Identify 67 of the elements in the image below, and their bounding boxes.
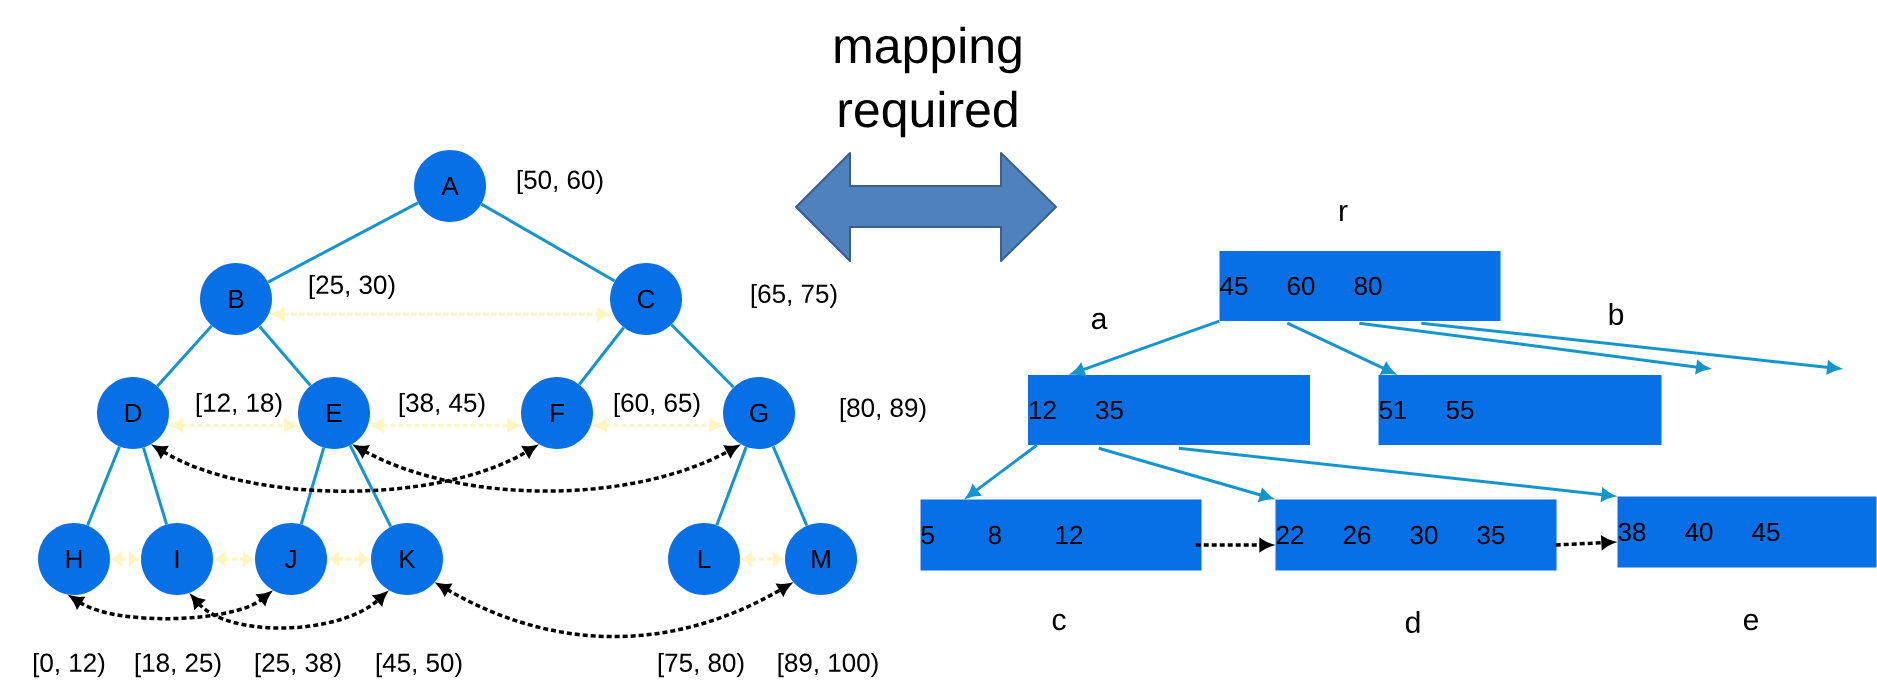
tree-line	[480, 202, 616, 283]
tree-node: L	[668, 523, 740, 595]
heading-text: mapping required	[835, 26, 1021, 138]
key-box: 5 8 12	[920, 499, 1202, 571]
interval-label: [60, 65)	[614, 392, 700, 418]
interval-label: [89, 100)	[778, 652, 878, 678]
tree-node: A	[414, 150, 486, 222]
tree-node: E	[298, 377, 370, 449]
tree-line	[670, 323, 735, 389]
arrow	[1071, 319, 1220, 377]
key-box: 12 35	[1028, 375, 1310, 445]
key-box: 38 40 45	[1617, 496, 1877, 568]
box-label: d	[1405, 611, 1420, 634]
interval-label: [25, 30)	[309, 274, 395, 300]
tree-node: J	[255, 523, 327, 595]
arrow	[153, 445, 537, 493]
arrow	[966, 444, 1038, 498]
tree-line	[771, 445, 809, 527]
box-label: e	[1743, 613, 1759, 631]
box-label: r	[1340, 204, 1348, 222]
arrow	[214, 552, 254, 566]
key-box: 51 55	[1378, 375, 1662, 445]
arrow	[1286, 321, 1395, 375]
tree-node: M	[785, 523, 857, 595]
tree-node: I	[141, 523, 213, 595]
arrow	[70, 591, 271, 621]
box-label: b	[1609, 303, 1624, 326]
arrow	[1178, 446, 1615, 502]
box-label: a	[1091, 312, 1108, 330]
arrow	[1359, 321, 1709, 374]
interval-label: [18, 25)	[135, 652, 221, 678]
interval-label: [38, 45)	[399, 392, 485, 418]
interval-label: [50, 60)	[517, 169, 603, 195]
key-box: 45 60 80	[1219, 251, 1501, 321]
interval-label: [65, 75)	[751, 283, 837, 309]
arrow	[111, 552, 140, 566]
tree-line	[267, 201, 419, 284]
arrow	[1421, 321, 1840, 374]
tree-line	[348, 444, 393, 528]
tree-line	[715, 446, 748, 526]
arrow	[741, 552, 784, 566]
tree-line	[258, 325, 312, 387]
arrow	[437, 583, 791, 639]
arrow	[191, 592, 387, 630]
interval-label: [80, 89)	[840, 397, 926, 423]
interval-label: [45, 50)	[376, 652, 462, 678]
tree-node: G	[723, 377, 795, 449]
tree-node: F	[521, 377, 593, 449]
tree-line	[299, 447, 326, 525]
tree-line	[578, 326, 625, 386]
interval-label: [25, 38)	[255, 652, 341, 678]
tree-line	[86, 446, 121, 526]
key-box: 22 26 30 35	[1275, 499, 1557, 571]
tree-node: B	[200, 263, 272, 335]
tree-node: K	[371, 523, 443, 595]
tree-line	[156, 324, 213, 388]
tree-node: H	[38, 523, 110, 595]
interval-label: [75, 80)	[658, 652, 744, 678]
interval-label: [0, 12)	[34, 652, 105, 678]
box-label: c	[1052, 613, 1066, 631]
arrow	[1098, 446, 1273, 502]
interval-label: [12, 18)	[196, 392, 282, 418]
tree-node: D	[97, 377, 169, 449]
arrow	[354, 445, 739, 493]
tree-node: C	[610, 263, 682, 335]
arrow	[328, 552, 370, 566]
tree-line	[142, 447, 168, 525]
